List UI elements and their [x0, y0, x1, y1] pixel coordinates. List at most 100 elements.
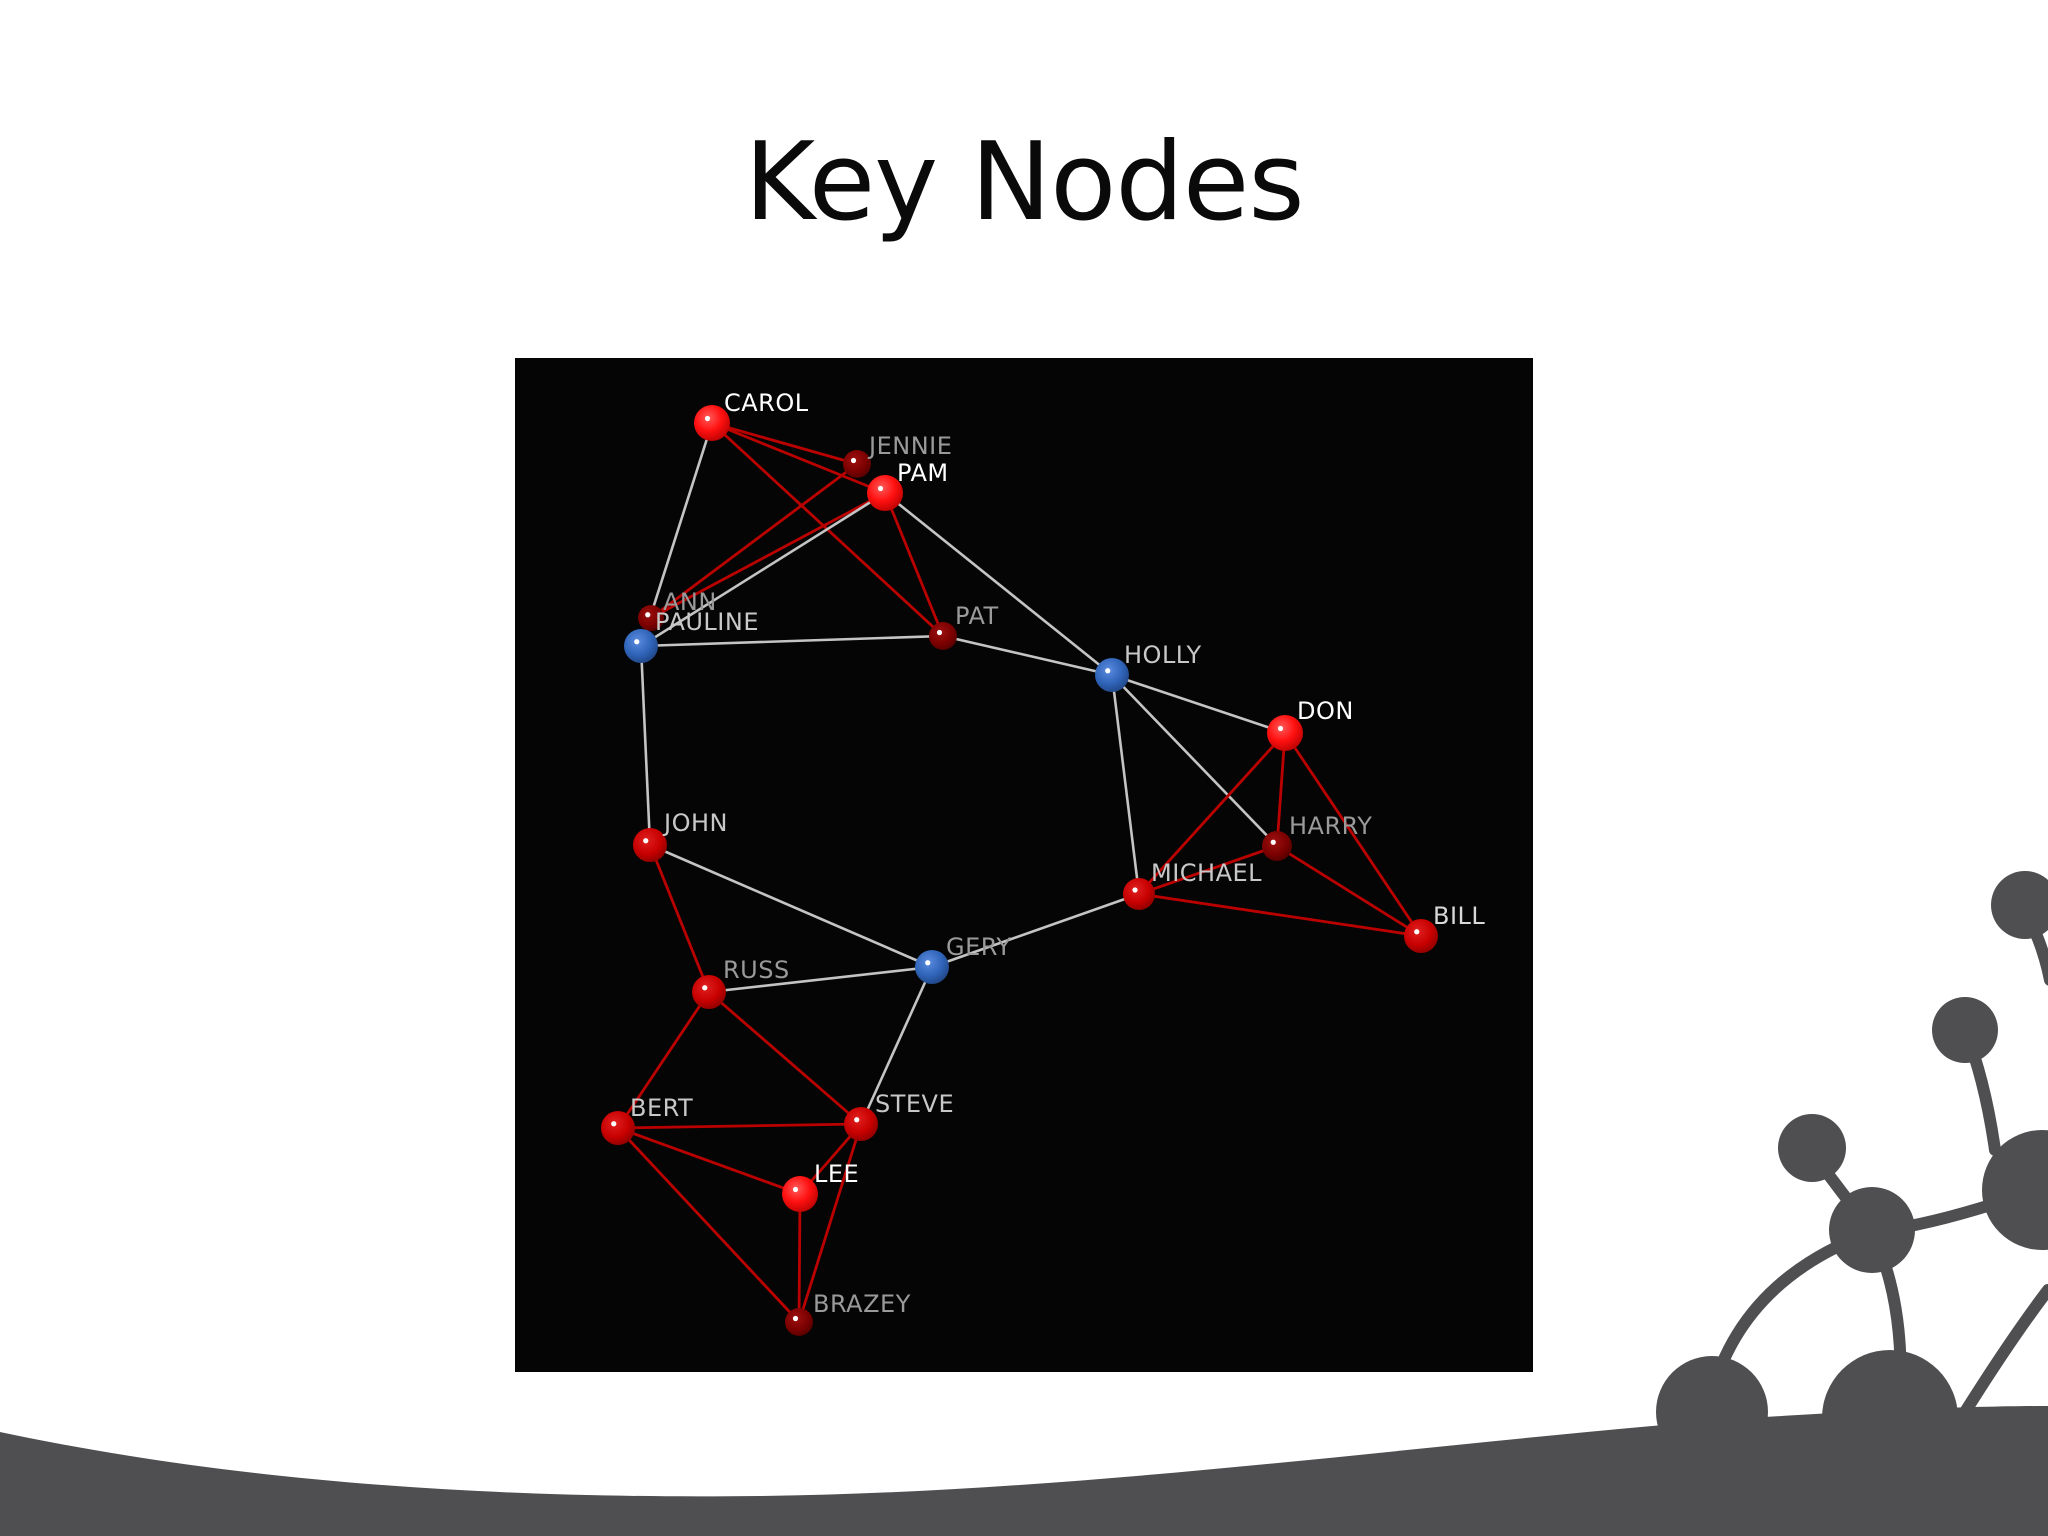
node-circle[interactable]: [1262, 831, 1292, 861]
edge-holly-harry: [1111, 674, 1278, 847]
node-circle[interactable]: [1123, 878, 1155, 910]
node-label: STEVE: [875, 1090, 954, 1118]
edge-don-bill: [1283, 732, 1423, 937]
deco-stem: [1866, 1186, 2036, 1238]
node-circle[interactable]: [1404, 919, 1438, 953]
node-highlight: [936, 629, 943, 636]
node-circle[interactable]: [782, 1176, 818, 1212]
deco-bubble: [1822, 1350, 1958, 1486]
node-highlight: [792, 1315, 799, 1322]
node-circle[interactable]: [601, 1111, 635, 1145]
edge-pauline-john: [639, 645, 652, 846]
node-highlight: [877, 485, 884, 492]
edge-holly-don: [1111, 673, 1286, 735]
edge-steve-brazey: [797, 1123, 863, 1323]
node-ann[interactable]: ANN: [638, 588, 717, 631]
node-circle[interactable]: [1267, 715, 1303, 751]
node-highlight: [645, 612, 651, 618]
node-brazey[interactable]: BRAZEY: [785, 1290, 911, 1336]
node-label: LEE: [814, 1160, 859, 1188]
node-label: RUSS: [723, 956, 790, 984]
edge-jennie-ann: [650, 462, 858, 620]
node-highlight: [792, 1186, 799, 1193]
node-highlight: [611, 1121, 617, 1127]
deco-stem: [1804, 1144, 1878, 1238]
node-label: PAT: [955, 602, 999, 630]
deco-stem: [1954, 1284, 2048, 1426]
node-circle[interactable]: [785, 1308, 813, 1336]
edge-gery-steve: [859, 966, 934, 1125]
node-highlight: [925, 960, 931, 966]
edge-john-gery: [649, 843, 933, 969]
edge-don-michael: [1137, 732, 1287, 895]
edge-don-harry: [1275, 732, 1287, 847]
node-label: PAULINE: [655, 608, 759, 636]
node-circle[interactable]: [624, 629, 658, 663]
node-circle[interactable]: [867, 475, 903, 511]
deco-stem: [2016, 899, 2048, 986]
node-circle[interactable]: [929, 622, 957, 650]
deco-wave: [0, 1406, 2048, 1536]
node-highlight: [634, 639, 640, 645]
node-label: HARRY: [1289, 812, 1372, 840]
node-steve[interactable]: STEVE: [844, 1090, 954, 1141]
deco-bubble: [1656, 1356, 1768, 1468]
edge-bert-steve: [617, 1122, 862, 1130]
deco-stem: [1704, 1226, 1878, 1406]
edge-pam-holly: [884, 491, 1113, 677]
edge-pam-ann: [650, 491, 886, 620]
deco-bubble: [1932, 997, 1998, 1063]
node-circle[interactable]: [638, 605, 664, 631]
node-gery[interactable]: GERY: [915, 933, 1012, 984]
node-circle[interactable]: [1095, 658, 1129, 692]
node-circle[interactable]: [694, 405, 730, 441]
node-highlight: [704, 415, 711, 422]
edge-pam-pauline: [640, 491, 886, 648]
node-circle[interactable]: [633, 828, 667, 862]
node-bill[interactable]: BILL: [1404, 902, 1485, 953]
node-russ[interactable]: RUSS: [692, 956, 790, 1009]
node-label: JENNIE: [867, 432, 952, 460]
node-highlight: [1414, 929, 1420, 935]
deco-bubble: [1778, 1114, 1846, 1182]
edge-pam-pat: [883, 492, 945, 637]
edge-harry-bill: [1276, 844, 1422, 938]
node-harry[interactable]: HARRY: [1262, 812, 1372, 861]
node-highlight: [643, 838, 649, 844]
node-circle[interactable]: [915, 950, 949, 984]
edge-lee-brazey: [797, 1193, 802, 1323]
node-highlight: [1277, 725, 1284, 732]
node-jennie[interactable]: JENNIE: [843, 432, 952, 478]
node-highlight: [1270, 839, 1276, 845]
edges-layer: [616, 421, 1423, 1323]
node-circle[interactable]: [843, 450, 871, 478]
edge-michael-bill: [1138, 892, 1422, 938]
node-label: GERY: [946, 933, 1012, 961]
node-pauline[interactable]: PAULINE: [624, 608, 759, 663]
node-holly[interactable]: HOLLY: [1095, 641, 1202, 692]
node-label: HOLLY: [1124, 641, 1202, 669]
edge-pauline-pat: [640, 634, 944, 648]
edge-russ-bert: [616, 991, 711, 1129]
node-label: BERT: [630, 1094, 693, 1122]
slide-title: Key Nodes: [744, 120, 1304, 245]
edge-harry-michael: [1138, 844, 1278, 896]
node-label: PAM: [897, 459, 949, 487]
edge-pat-holly: [942, 634, 1113, 677]
deco-bubble: [1829, 1187, 1915, 1273]
node-john[interactable]: JOHN: [633, 809, 728, 862]
node-label: MICHAEL: [1151, 859, 1262, 887]
node-pat[interactable]: PAT: [929, 602, 999, 650]
deco-bubble: [1991, 871, 2048, 939]
node-pam[interactable]: PAM: [867, 459, 949, 511]
node-circle[interactable]: [844, 1107, 878, 1141]
node-don[interactable]: DON: [1267, 697, 1354, 751]
node-lee[interactable]: LEE: [782, 1160, 859, 1212]
node-label: CAROL: [724, 389, 809, 417]
node-bert[interactable]: BERT: [601, 1094, 693, 1145]
node-michael[interactable]: MICHAEL: [1123, 859, 1262, 910]
node-circle[interactable]: [692, 975, 726, 1009]
edge-gery-russ: [708, 965, 933, 994]
node-carol[interactable]: CAROL: [694, 389, 809, 441]
